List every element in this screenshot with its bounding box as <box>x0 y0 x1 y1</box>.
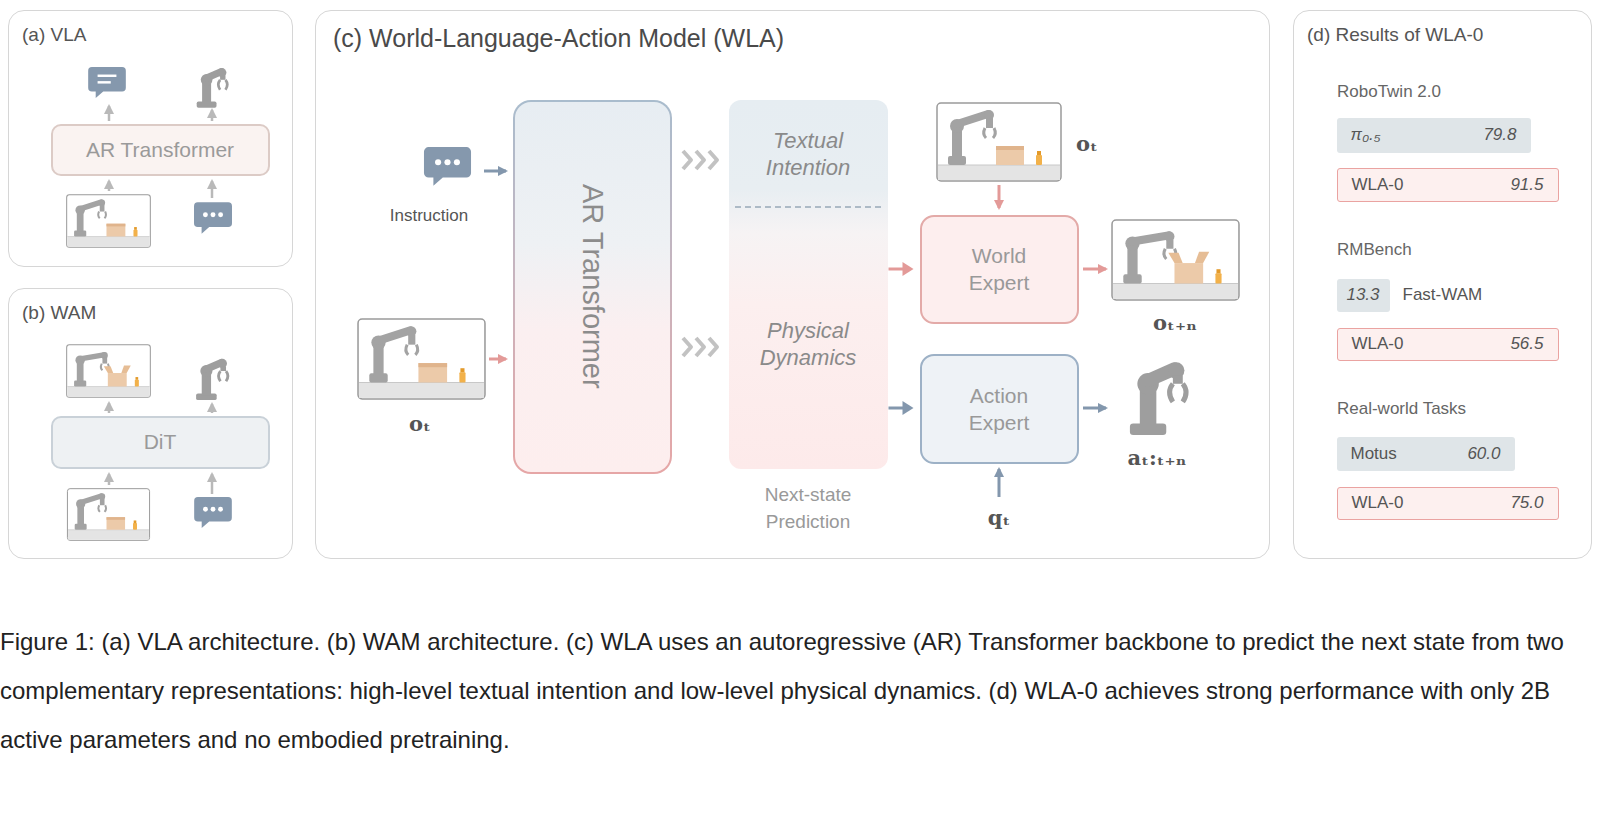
connector-line <box>889 268 905 271</box>
flow-arrow <box>998 469 1001 497</box>
benchmark-label: RMBench <box>1337 240 1412 260</box>
flow-arrow <box>211 110 214 121</box>
expert-box: Action Expert <box>920 354 1079 464</box>
flow-arrow <box>211 474 214 494</box>
node-text: 60.0 <box>1467 444 1500 464</box>
flow-arrow <box>108 106 111 121</box>
transformer-box: AR Transformer <box>513 100 672 474</box>
divider-line <box>735 206 882 208</box>
expert-box: World Expert <box>920 215 1079 324</box>
node-text: World Expert <box>954 242 1044 296</box>
result-bar: WLA-0 75.0 <box>1337 487 1559 520</box>
scene-image <box>67 345 151 398</box>
benchmark-label: RoboTwin 2.0 <box>1337 82 1441 102</box>
figure-caption: Figure 1: (a) VLA architecture. (b) WAM … <box>0 617 1600 764</box>
scene-image <box>67 195 151 248</box>
scene-image <box>67 489 149 541</box>
node-text: (d) Results of WLA-0 <box>1307 24 1483 46</box>
node-text: (a) VLA <box>22 24 86 46</box>
node-text: Textual Intention <box>743 127 873 181</box>
math-symbol: oₜ₊ₙ <box>1153 310 1197 335</box>
flow-arrow <box>211 181 214 198</box>
result-bar: WLA-0 91.5 <box>1337 168 1559 202</box>
node-text: Physical Dynamics <box>743 317 873 371</box>
math-symbol: aₜ:ₜ₊ₙ <box>1128 445 1187 470</box>
flow-arrow <box>1083 407 1106 410</box>
result-bar: Motus 60.0 <box>1337 437 1515 471</box>
node-text: WLA-0 <box>1352 334 1404 354</box>
flow-arrow <box>108 403 111 413</box>
node-text: (b) WAM <box>22 302 96 324</box>
math-symbol: oₜ <box>1076 131 1098 156</box>
panel: (b) WAM DiT <box>8 288 293 559</box>
node-text: (c) World-Language-Action Model (WLA) <box>333 24 784 53</box>
node-text: 13.3 <box>1337 285 1390 305</box>
connector-line <box>889 407 905 410</box>
input-label: Instruction <box>390 206 468 226</box>
flow-arrow <box>108 181 111 191</box>
node-text: 79.8 <box>1483 125 1516 145</box>
dit-box: DiT <box>51 416 270 469</box>
node-text: Fast-WAM <box>1403 285 1483 305</box>
flow-arrow <box>108 474 111 485</box>
flow-arrow <box>998 185 1001 208</box>
node-text: AR Transformer <box>576 184 609 389</box>
math-symbol: oₜ <box>409 411 431 436</box>
math-symbol: qₜ <box>988 505 1010 530</box>
flow-arrow <box>489 358 506 361</box>
node-text: 56.5 <box>1510 334 1543 354</box>
state-band: Textual IntentionPhysical DynamicsNext-s… <box>729 100 888 469</box>
node-text: AR Transformer <box>86 138 234 162</box>
result-bar: WLA-0 56.5 <box>1337 328 1559 361</box>
node-text: Action Expert <box>954 382 1044 436</box>
transformer-box: AR Transformer <box>51 124 270 176</box>
observation-image <box>358 319 485 399</box>
flow-arrow <box>484 170 506 173</box>
flow-arrow <box>211 404 214 413</box>
result-bar: π₀.₅ 79.8 <box>1337 118 1531 153</box>
node-text: π₀.₅ <box>1351 125 1381 145</box>
node-text: 75.0 <box>1510 493 1543 513</box>
result-bar: 13.3Fast-WAM <box>1337 279 1390 312</box>
benchmark-label: Real-world Tasks <box>1337 399 1466 419</box>
node-text: Motus <box>1351 444 1397 464</box>
node-text: DiT <box>144 430 177 454</box>
future-image <box>1112 220 1239 300</box>
observation-image <box>937 103 1061 181</box>
node-text: Next-state Prediction <box>733 481 883 535</box>
flow-arrow <box>1083 268 1106 271</box>
node-text: WLA-0 <box>1352 493 1404 513</box>
node-text: WLA-0 <box>1352 175 1404 195</box>
node-text: 91.5 <box>1510 175 1543 195</box>
